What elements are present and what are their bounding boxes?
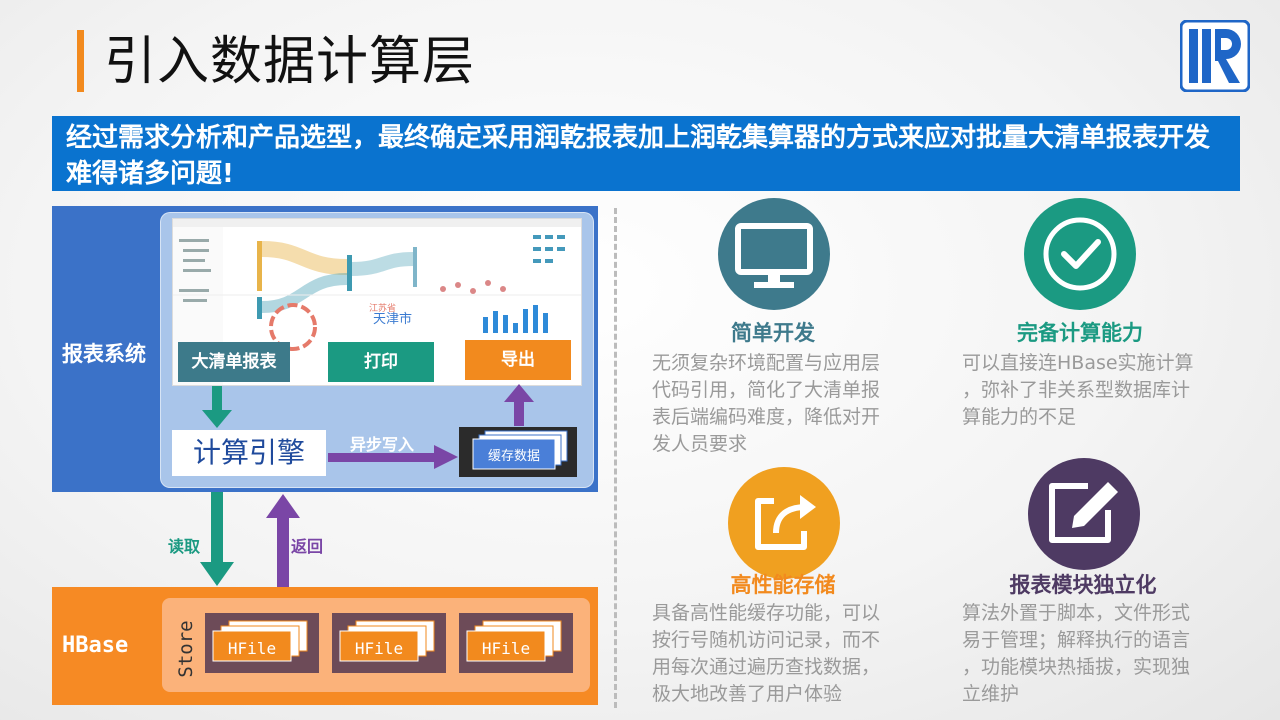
export-button[interactable]: 导出 xyxy=(465,340,571,380)
hfile-label: HFile xyxy=(227,639,277,658)
feature-title: 简单开发 xyxy=(731,321,815,345)
summary-banner: 经过需求分析和产品选型，最终确定采用润乾报表加上润乾集算器的方式来应对批量大清单… xyxy=(52,116,1240,191)
feature-description: 算法外置于脚本，文件形式易于管理；解释执行的语言 ，功能模块热插拔，实现独立维护 xyxy=(962,602,1191,705)
feature-description: 无须复杂环境配置与应用层代码引用，简化了大清单报 表后端编码难度，降低对开发人员… xyxy=(652,352,881,455)
title-accent-bar xyxy=(77,30,84,92)
async-write-arrow-icon xyxy=(328,445,458,469)
hfile-label: HFile xyxy=(481,639,531,658)
compute-engine-box: 计算引擎 xyxy=(172,430,326,476)
read-label: 读取 xyxy=(168,537,201,556)
screenshot-map-text: 天津市 xyxy=(373,311,412,327)
read-arrow-icon xyxy=(200,492,234,586)
cache-data-label: 缓存数据 xyxy=(487,449,540,464)
print-button[interactable]: 打印 xyxy=(328,342,434,382)
share-icon xyxy=(728,467,840,579)
up-arrow-icon xyxy=(504,384,534,426)
feature-description: 可以直接连HBase实施计算，弥补了非关系型数据库计 算能力的不足 xyxy=(962,352,1194,428)
page-title: 引入数据计算层 xyxy=(104,32,476,92)
feature-title: 完备计算能力 xyxy=(1017,321,1143,345)
monitor-icon xyxy=(718,198,830,310)
list-report-button[interactable]: 大清单报表 xyxy=(178,342,290,382)
hfile-stack: HFile xyxy=(205,613,319,673)
return-arrow-icon xyxy=(266,494,300,588)
return-label: 返回 xyxy=(291,537,324,556)
down-arrow-icon xyxy=(202,386,232,428)
hfile-stack: HFile xyxy=(332,613,446,673)
screenshot-map-text2: 江苏省 xyxy=(369,302,396,314)
raqsoft-logo-icon xyxy=(1180,20,1250,92)
hbase-label: HBase xyxy=(62,633,129,658)
report-system-label: 报表系统 xyxy=(62,342,146,366)
feature-title: 高性能存储 xyxy=(730,573,836,597)
feature-description: 具备高性能缓存功能，可以按行号随机访问记录，而不 用每次通过遍历查找数据，极大地… xyxy=(652,602,881,705)
hfile-label: HFile xyxy=(354,639,404,658)
async-write-label: 异步写入 xyxy=(350,435,415,454)
check-icon xyxy=(1024,198,1136,310)
hfile-stack: HFile xyxy=(459,613,573,673)
feature-title: 报表模块独立化 xyxy=(1009,573,1157,597)
store-label: Store xyxy=(175,620,197,678)
edit-icon xyxy=(1028,458,1140,570)
cache-data-box: 缓存数据 xyxy=(459,427,577,477)
vertical-divider xyxy=(614,208,617,708)
